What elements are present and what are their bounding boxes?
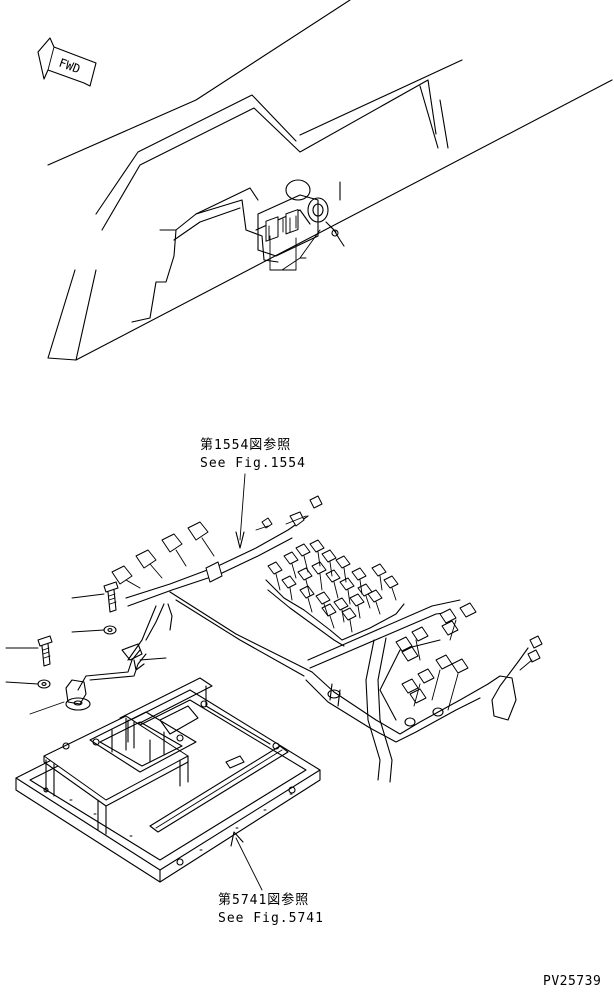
part-leader-lines [6,594,166,714]
ref-5741-jp: 第5741図参照 [218,892,310,909]
ref-leader-5741 [236,838,262,890]
ref-arrow-1554-icon [236,532,244,548]
right-connectors [328,603,542,726]
switch-callout-lines [270,230,320,270]
ref-5741-en: See Fig.5741 [218,911,324,926]
fastener-parts [38,582,144,710]
wiring-harness [78,516,528,782]
ref-1554-en: See Fig.1554 [200,456,306,471]
base-plate [16,678,320,882]
harness-connectors [112,496,322,588]
mount-frame [44,712,196,834]
fwd-arrow-icon [38,38,96,86]
switch-cluster [258,180,344,256]
relay-bank [266,540,404,646]
fwd-label: FWD [57,56,82,77]
drawing-id: PV25739 [543,974,602,989]
ref-leader-1554 [240,474,245,540]
ref-1554-jp: 第1554図参照 [200,437,292,454]
dashboard-panel [48,0,612,360]
ref-arrow-5741-icon [231,832,243,846]
